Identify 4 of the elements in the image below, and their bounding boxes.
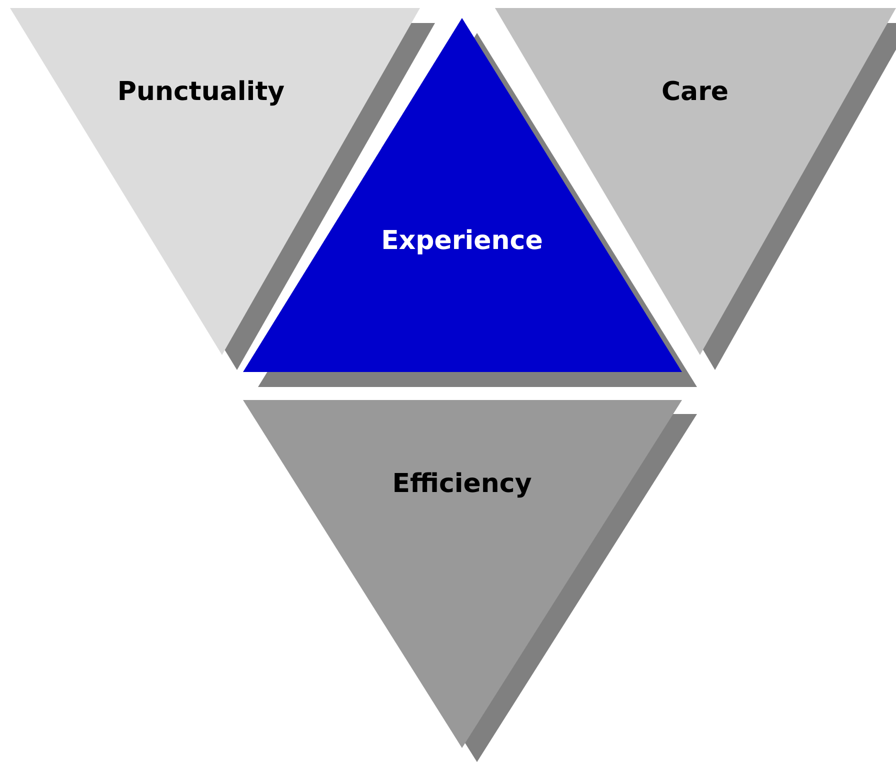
segment-label: Efficiency <box>392 469 532 499</box>
segment-label: Experience <box>381 226 543 256</box>
segment-label: Punctuality <box>117 77 285 107</box>
segment-label: Care <box>661 77 729 107</box>
